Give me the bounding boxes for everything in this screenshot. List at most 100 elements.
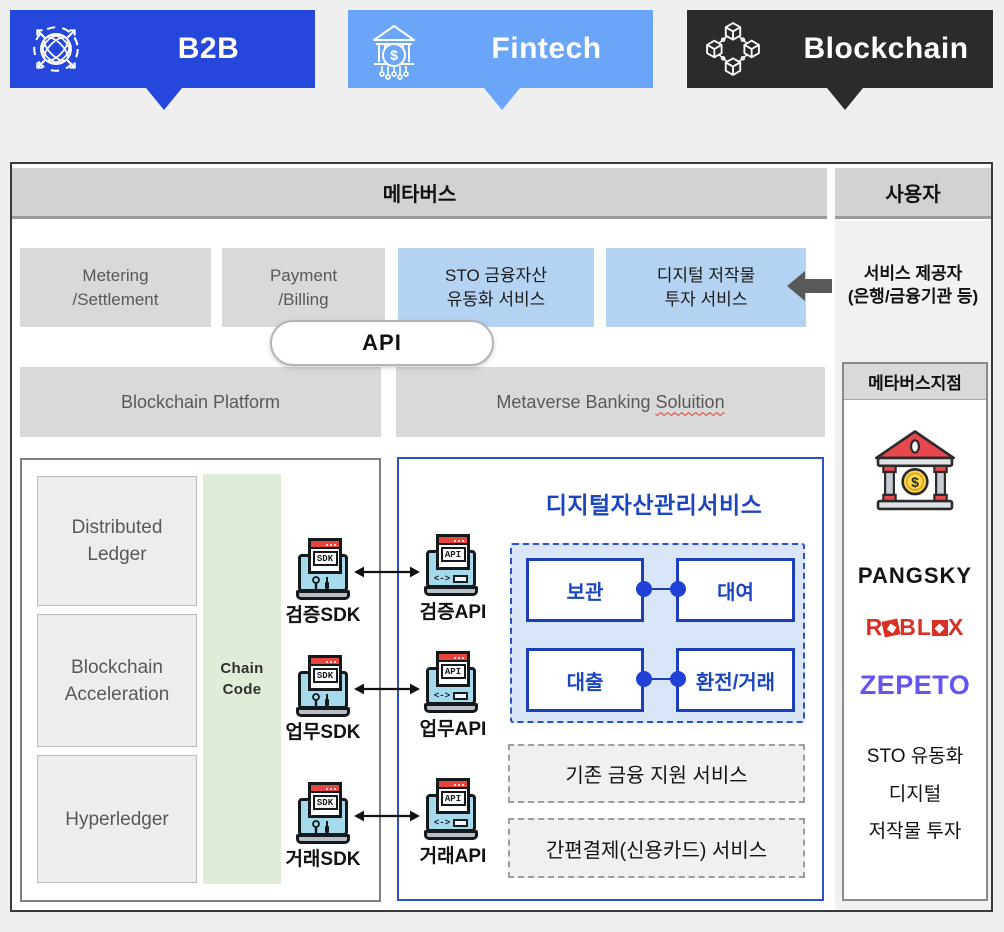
banner-blockchain-pointer bbox=[827, 88, 863, 110]
digital-line2: 투자 서비스 bbox=[664, 289, 748, 309]
laptop-base bbox=[424, 703, 478, 713]
roblox-logo: R BL X bbox=[844, 614, 986, 641]
easy-payment-box: 간편결제(신용카드) 서비스 bbox=[508, 818, 805, 878]
window-titlebar bbox=[311, 658, 339, 666]
roblox-o-glyph bbox=[881, 618, 901, 638]
payment-line1: Payment bbox=[269, 265, 338, 285]
api-code-icon: <-> bbox=[427, 571, 475, 586]
laptop-base bbox=[424, 586, 478, 596]
provider-line2: (은행/금융기관 등) bbox=[847, 287, 979, 306]
sdk-tag: SDK bbox=[312, 795, 338, 810]
digital-work-service-box: 디지털 저작물 투자 서비스 bbox=[606, 248, 806, 327]
popup-window: SDK bbox=[308, 782, 342, 818]
metering-line1: Metering bbox=[82, 265, 149, 285]
svg-text:$: $ bbox=[911, 474, 919, 490]
pangsky-logo: PANGSKY bbox=[857, 563, 973, 588]
exchange-box: 환전/거래 bbox=[676, 648, 795, 712]
ba-line1: Blockchain bbox=[71, 656, 163, 678]
metering-line2: /Settlement bbox=[72, 289, 159, 309]
provider-line1: 서비스 제공자 bbox=[863, 264, 963, 283]
api-laptop-icon: <-> API bbox=[424, 651, 478, 713]
sdk-laptop-icon: SDK bbox=[296, 782, 350, 844]
arrow-bar bbox=[804, 279, 832, 293]
window-titlebar bbox=[311, 541, 339, 549]
distributed-ledger-box: Distributed Ledger bbox=[37, 476, 197, 606]
sdk-tag: SDK bbox=[312, 668, 338, 683]
sdk-label-1: 검증SDK bbox=[285, 605, 361, 626]
digital-asset-title: 디지털자산관리서비스 bbox=[545, 492, 763, 518]
bank-icon: $ bbox=[874, 430, 956, 511]
digital-asset-panel: 디지털자산관리서비스 보관 대여 대출 환전/거래 기존 금융 지원 서비스 간… bbox=[397, 457, 824, 901]
metering-settlement-box: Metering /Settlement bbox=[20, 248, 211, 327]
sdk-laptop-icon: SDK bbox=[296, 538, 350, 600]
api-pill: API bbox=[270, 320, 494, 366]
sdk-tools-icon bbox=[299, 692, 347, 707]
banner-fintech: $ Fintech bbox=[348, 10, 653, 88]
bidirectional-arrow-icon bbox=[354, 810, 420, 822]
popup-window: API bbox=[436, 651, 470, 687]
blockchain-cubes-icon bbox=[687, 20, 779, 78]
rental-box: 대여 bbox=[676, 558, 795, 622]
roblox-x: X bbox=[947, 614, 965, 640]
api-tag: API bbox=[440, 791, 466, 806]
svg-text:$: $ bbox=[390, 47, 398, 63]
api-label-1: 검증API bbox=[419, 602, 487, 623]
sdk-tools-icon bbox=[299, 819, 347, 834]
banner-fintech-pointer bbox=[484, 88, 520, 110]
api-tag: API bbox=[440, 547, 466, 562]
blockchain-acceleration-box: Blockchain Acceleration bbox=[37, 614, 197, 747]
banner-fintech-label: Fintech bbox=[491, 32, 602, 65]
arrow-tip bbox=[787, 271, 805, 301]
metaverse-banking-prefix: Metaverse Banking bbox=[496, 391, 651, 412]
api-laptop-icon: <-> API bbox=[424, 778, 478, 840]
banner-b2b-label: B2B bbox=[177, 32, 240, 65]
metaverse-banking-typo: Soluition bbox=[655, 391, 725, 412]
globe-network-icon bbox=[10, 20, 102, 78]
metaverse-banking-box: Metaverse Banking Soluition bbox=[396, 367, 825, 437]
zepeto-logo: ZEPETO bbox=[859, 670, 971, 700]
chain-line2: Code bbox=[222, 681, 262, 698]
api-code-icon: <-> bbox=[427, 815, 475, 830]
popup-window: SDK bbox=[308, 538, 342, 574]
ba-line2: Acceleration bbox=[64, 683, 170, 705]
window-titlebar bbox=[311, 785, 339, 793]
window-titlebar bbox=[439, 537, 467, 545]
roblox-o-glyph bbox=[931, 620, 948, 636]
roblox-r: R bbox=[865, 614, 884, 640]
roblox-bl: BL bbox=[899, 614, 932, 640]
popup-window: API bbox=[436, 778, 470, 814]
service-provider-label: 서비스 제공자 (은행/금융기관 등) bbox=[835, 262, 991, 308]
banner-b2b-pointer bbox=[146, 88, 182, 110]
digital-line1: 디지털 저작물 bbox=[656, 265, 756, 285]
sdk-laptop-icon: SDK bbox=[296, 655, 350, 717]
connector-dots-bottom bbox=[636, 671, 686, 687]
chain-code-strip: Chain Code bbox=[203, 474, 281, 884]
sidebar-line-invest: 저작물 투자 bbox=[868, 821, 962, 842]
sdk-tools-icon bbox=[299, 575, 347, 590]
sto-service-box: STO 금융자산 유동화 서비스 bbox=[398, 248, 594, 327]
api-laptop-icon: <-> API bbox=[424, 534, 478, 596]
connector-dots-top bbox=[636, 581, 686, 597]
banner-b2b: B2B bbox=[10, 10, 315, 88]
user-header: 사용자 bbox=[835, 168, 991, 219]
window-titlebar bbox=[439, 654, 467, 662]
laptop-base bbox=[296, 834, 350, 844]
payment-line2: /Billing bbox=[278, 289, 329, 309]
sidebar-line-sto: STO 유동화 bbox=[866, 746, 964, 767]
metaverse-branch-header: 메타버스지점 bbox=[844, 364, 986, 400]
payment-billing-box: Payment /Billing bbox=[222, 248, 385, 327]
sdk-label-2: 업무SDK bbox=[285, 722, 361, 743]
bank-circuit-icon: $ bbox=[348, 18, 440, 80]
banner-blockchain: Blockchain bbox=[687, 10, 993, 88]
sto-line1: STO 금융자산 bbox=[445, 265, 547, 285]
sidebar-line-digital: 디지털 bbox=[888, 784, 942, 805]
dl-line2: Ledger bbox=[87, 544, 147, 565]
sdk-label-3: 거래SDK bbox=[285, 849, 361, 870]
hyperledger-box: Hyperledger bbox=[37, 755, 197, 883]
api-label-2: 업무API bbox=[419, 719, 487, 740]
provider-left-arrow-icon bbox=[787, 271, 833, 301]
sdk-tag: SDK bbox=[312, 551, 338, 566]
laptop-base bbox=[296, 590, 350, 600]
storage-box: 보관 bbox=[526, 558, 644, 622]
